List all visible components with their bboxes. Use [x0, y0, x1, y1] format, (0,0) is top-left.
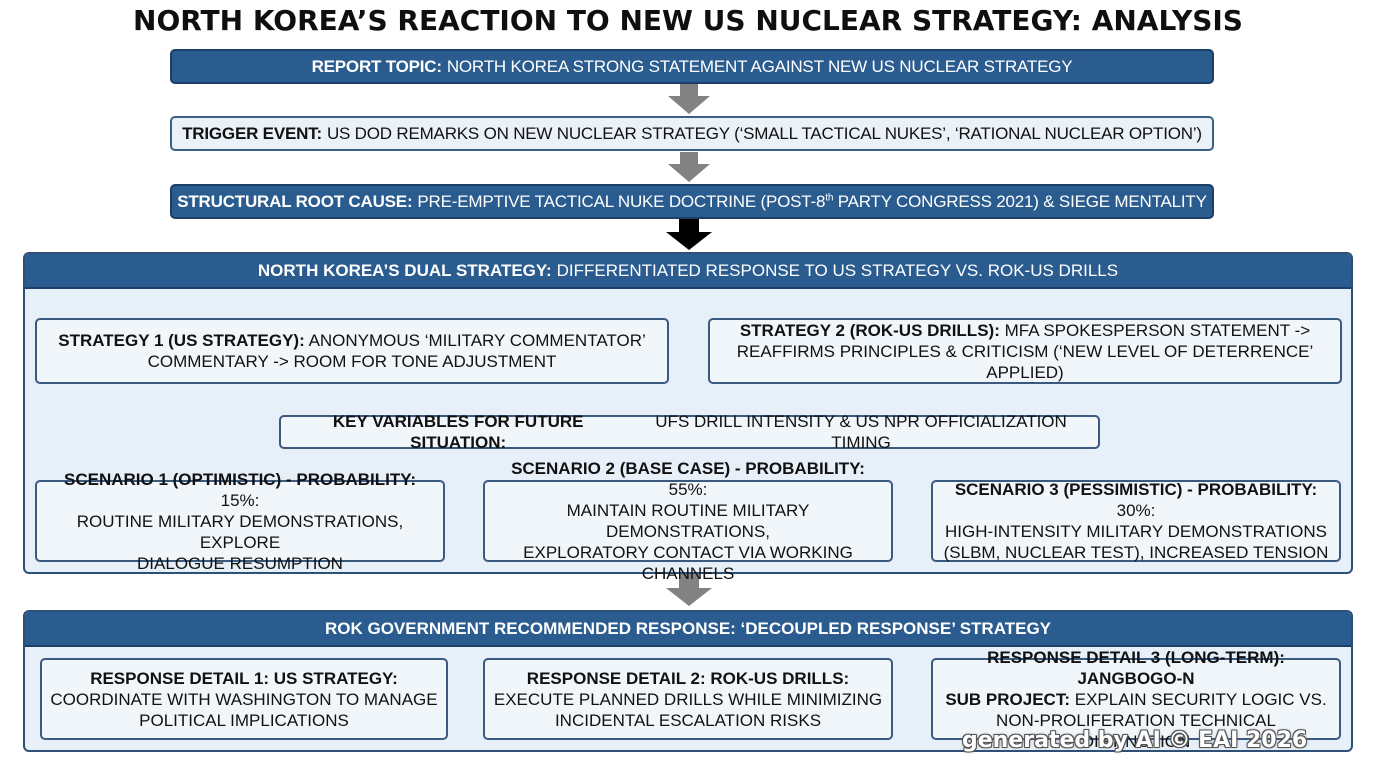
response-detail-1-line3: POLITICAL IMPLICATIONS — [139, 710, 349, 730]
scenario-3-probability: 30%: — [1116, 501, 1156, 520]
scenario-1-box: SCENARIO 1 (OPTIMISTIC) - PROBABILITY: 1… — [35, 470, 445, 573]
page-title: NORTH KOREA’S REACTION TO NEW US NUCLEAR… — [133, 4, 1243, 37]
scenario-1-line3: DIALOGUE RESUMPTION — [137, 553, 343, 573]
strategy-1-box: STRATEGY 1 (US STRATEGY): ANONYMOUS ‘MIL… — [35, 318, 669, 384]
scenario-2-probability: 55%: — [668, 480, 708, 499]
rok-response-header: ROK GOVERNMENT RECOMMENDED RESPONSE: ‘DE… — [25, 612, 1351, 647]
scenario-3-label: SCENARIO 3 (PESSIMISTIC) - PROBABILITY: — [954, 480, 1318, 499]
trigger-event-text: US DOD REMARKS ON NEW NUCLEAR STRATEGY (… — [326, 123, 1202, 143]
root-cause-label: STRUCTURAL ROOT CAUSE: — [177, 191, 413, 211]
report-topic-text: NORTH KOREA STRONG STATEMENT AGAINST NEW… — [446, 56, 1073, 76]
flow-arrow-rootcause-dual — [666, 218, 712, 250]
ai-watermark: generated by AI © EAI 2026 — [962, 728, 1308, 753]
dual-strategy-label: NORTH KOREA’S DUAL STRATEGY: — [257, 260, 552, 280]
response-detail-1-line2: COORDINATE WITH WASHINGTON TO MANAGE — [50, 689, 438, 709]
key-variables-text: UFS DRILL INTENSITY & US NPR OFFICIALIZA… — [655, 412, 1067, 452]
strategy-2-line2: REAFFIRMS PRINCIPLES & CRITICISM (‘NEW L… — [736, 341, 1314, 382]
key-variables-label: KEY VARIABLES FOR FUTURE SITUATION: — [332, 412, 584, 452]
response-detail-3-title: RESPONSE DETAIL 3 (LONG-TERM): JANGBOGO-… — [987, 647, 1285, 688]
response-detail-2-title: RESPONSE DETAIL 2: ROK-US DRILLS: — [526, 668, 850, 688]
scenario-2-line3: EXPLORATORY CONTACT VIA WORKING CHANNELS — [523, 543, 853, 583]
scenario-3-line2: HIGH-INTENSITY MILITARY DEMONSTRATIONS — [945, 522, 1327, 541]
flow-arrow-dual-rok — [666, 574, 712, 606]
strategy-1-line1: ANONYMOUS ‘MILITARY COMMENTATOR’ — [308, 331, 646, 350]
scenario-1-probability: 15%: — [220, 490, 260, 510]
scenario-3-box: SCENARIO 3 (PESSIMISTIC) - PROBABILITY: … — [931, 480, 1341, 562]
scenario-3-line3: (SLBM, NUCLEAR TEST), INCREASED TENSION — [943, 543, 1329, 562]
flow-arrow-topic-trigger — [668, 84, 710, 114]
strategy-2-label: STRATEGY 2 (ROK-US DRILLS): — [739, 320, 1000, 340]
scenario-2-box: SCENARIO 2 (BASE CASE) - PROBABILITY: 55… — [483, 459, 893, 583]
scenario-2-line2: MAINTAIN ROUTINE MILITARY DEMONSTRATIONS… — [566, 501, 810, 541]
root-cause-bar: STRUCTURAL ROOT CAUSE: PRE-EMPTIVE TACTI… — [170, 184, 1214, 219]
strategy-2-line1: MFA SPOKESPERSON STATEMENT -> — [1004, 320, 1311, 340]
response-detail-3-line3: NON-PROLIFERATION TECHNICAL DISTINCTION — [996, 710, 1276, 751]
trigger-event-label: TRIGGER EVENT: — [182, 123, 322, 143]
scenario-1-line2: ROUTINE MILITARY DEMONSTRATIONS, EXPLORE — [76, 511, 404, 552]
strategy-1-label: STRATEGY 1 (US STRATEGY): — [58, 331, 305, 350]
response-detail-3-box: RESPONSE DETAIL 3 (LONG-TERM): JANGBOGO-… — [931, 648, 1341, 751]
report-topic-bar: REPORT TOPIC: NORTH KOREA STRONG STATEME… — [170, 49, 1214, 84]
response-detail-3-line2: EXPLAIN SECURITY LOGIC VS. — [1074, 689, 1327, 709]
scenario-1-label: SCENARIO 1 (OPTIMISTIC) - PROBABILITY: — [64, 469, 416, 489]
root-cause-text: PRE-EMPTIVE TACTICAL NUKE DOCTRINE (POST… — [417, 191, 1207, 211]
dual-strategy-text: DIFFERENTIATED RESPONSE TO US STRATEGY V… — [556, 260, 1119, 280]
flow-arrow-trigger-rootcause — [668, 152, 710, 182]
response-detail-2-line2: EXECUTE PLANNED DRILLS WHILE MINIMIZING — [493, 689, 883, 709]
response-detail-2-box: RESPONSE DETAIL 2: ROK-US DRILLS: EXECUT… — [483, 658, 893, 740]
scenario-2-label: SCENARIO 2 (BASE CASE) - PROBABILITY: — [511, 459, 865, 478]
response-detail-1-box: RESPONSE DETAIL 1: US STRATEGY: COORDINA… — [40, 658, 448, 740]
strategy-1-line2: COMMENTARY -> ROOM FOR TONE ADJUSTMENT — [147, 352, 557, 371]
dual-strategy-header: NORTH KOREA’S DUAL STRATEGY: DIFFERENTIA… — [25, 254, 1351, 289]
strategy-2-box: STRATEGY 2 (ROK-US DRILLS): MFA SPOKESPE… — [708, 318, 1342, 384]
response-detail-3-subtitle: SUB PROJECT: — [945, 689, 1070, 709]
report-topic-label: REPORT TOPIC: — [311, 56, 442, 76]
trigger-event-bar: TRIGGER EVENT: US DOD REMARKS ON NEW NUC… — [170, 116, 1214, 151]
key-variables-box: KEY VARIABLES FOR FUTURE SITUATION: UFS … — [279, 412, 1100, 452]
response-detail-2-line3: INCIDENTAL ESCALATION RISKS — [554, 710, 822, 730]
response-detail-1-title: RESPONSE DETAIL 1: US STRATEGY: — [90, 668, 398, 688]
